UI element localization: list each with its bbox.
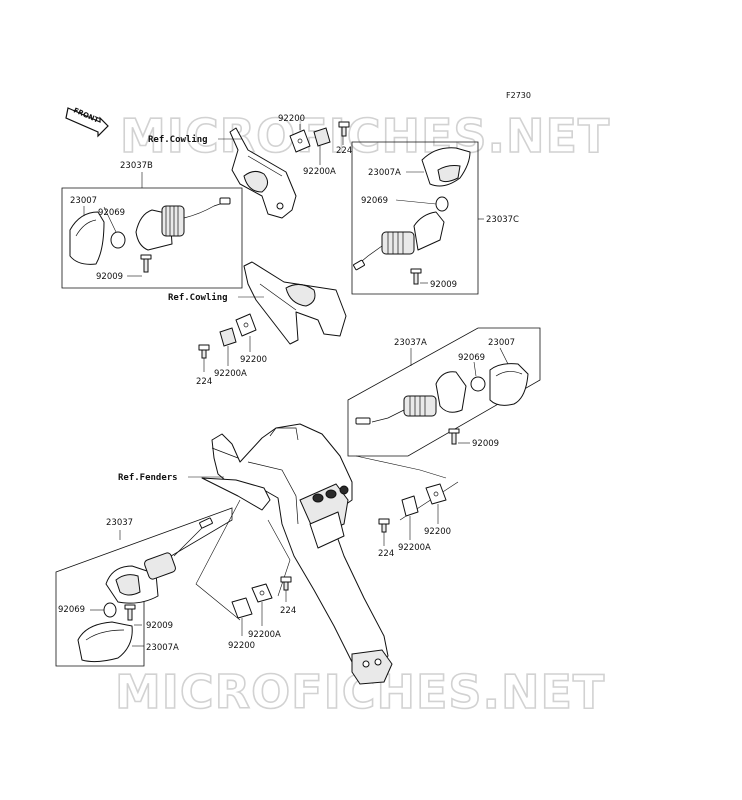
- lens-icon: [77, 621, 133, 663]
- label-23007-a: 23007: [70, 196, 97, 206]
- label-23037b: 23037B: [120, 161, 153, 171]
- lower-left-fastener-set: [198, 313, 257, 372]
- label-92200-d: 92200: [240, 355, 267, 365]
- label-23007a-c: 23007A: [368, 168, 401, 178]
- label-224-b: 224: [336, 146, 352, 156]
- rear-fender-assembly: [188, 423, 459, 685]
- label-23007-e: 23007: [488, 338, 515, 348]
- lower-cowling-bracket: [238, 261, 347, 345]
- bulb-icon: [103, 602, 117, 618]
- ref-cowling-upper: Ref.Cowling: [148, 134, 208, 145]
- bulb-icon: [470, 376, 486, 392]
- bulb-icon: [110, 231, 126, 249]
- bulb-icon: [435, 196, 449, 212]
- turn-signal-assembly-23037c: [351, 141, 484, 295]
- lens-icon: [69, 211, 105, 265]
- lens-icon: [489, 363, 529, 406]
- turn-signal-assembly-23037a: [347, 327, 541, 457]
- label-23037a: 23037A: [394, 338, 427, 348]
- label-92009-c: 92009: [430, 280, 457, 290]
- label-23037: 23037: [106, 518, 133, 528]
- label-92069-a: 92069: [98, 208, 125, 218]
- lower-center-fastener-set: [231, 576, 292, 636]
- label-92069-c: 92069: [361, 196, 388, 206]
- label-92009-a: 92009: [96, 272, 123, 282]
- upper-fastener-set: [289, 121, 350, 165]
- label-92069-e: 92069: [458, 353, 485, 363]
- figure-code: F2730: [506, 91, 531, 100]
- right-fastener-set: [378, 483, 447, 546]
- label-92009-g: 92009: [146, 621, 173, 631]
- label-92200-h: 92200: [228, 641, 255, 651]
- watermark-top: MICROFICHES.NET: [120, 109, 610, 163]
- label-92200a-h: 92200A: [248, 630, 281, 640]
- label-224-f: 224: [378, 549, 394, 559]
- label-92069-g: 92069: [58, 605, 85, 615]
- label-92200a-b: 92200A: [303, 167, 336, 177]
- label-92200a-f: 92200A: [398, 543, 431, 553]
- label-92009-e: 92009: [472, 439, 499, 449]
- label-92200-b: 92200: [278, 114, 305, 124]
- turn-signal-assembly-23037: [55, 507, 233, 667]
- label-92200a-d: 92200A: [214, 369, 247, 379]
- label-224-d: 224: [196, 377, 212, 387]
- front-arrow-icon: FRONT: [65, 106, 109, 138]
- upper-cowling-bracket: [218, 127, 297, 219]
- ref-cowling-lower: Ref.Cowling: [168, 292, 228, 303]
- label-224-h: 224: [280, 606, 296, 616]
- label-92200-f: 92200: [424, 527, 451, 537]
- turn-signal-assembly-23037b: [61, 172, 243, 289]
- label-23007a-g: 23007A: [146, 643, 179, 653]
- ref-fenders: Ref.Fenders: [118, 473, 178, 483]
- label-23037c: 23037C: [486, 215, 519, 225]
